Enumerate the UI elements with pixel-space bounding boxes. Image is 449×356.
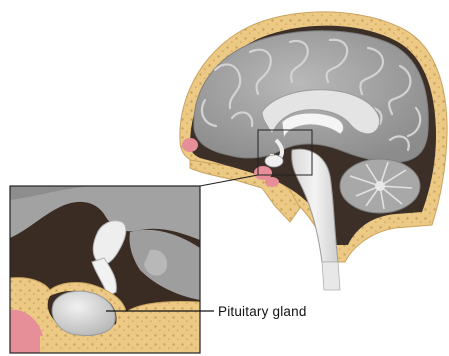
cerebellum (340, 159, 420, 213)
head-section (180, 12, 447, 290)
spinal-cord (322, 262, 340, 290)
pituitary-gland-label: Pituitary gland (218, 304, 307, 319)
pituitary-gland-small (265, 155, 283, 167)
inset-view (10, 186, 200, 353)
sphenoid-sinus-lower (265, 177, 279, 187)
frontal-sinus (182, 138, 198, 152)
